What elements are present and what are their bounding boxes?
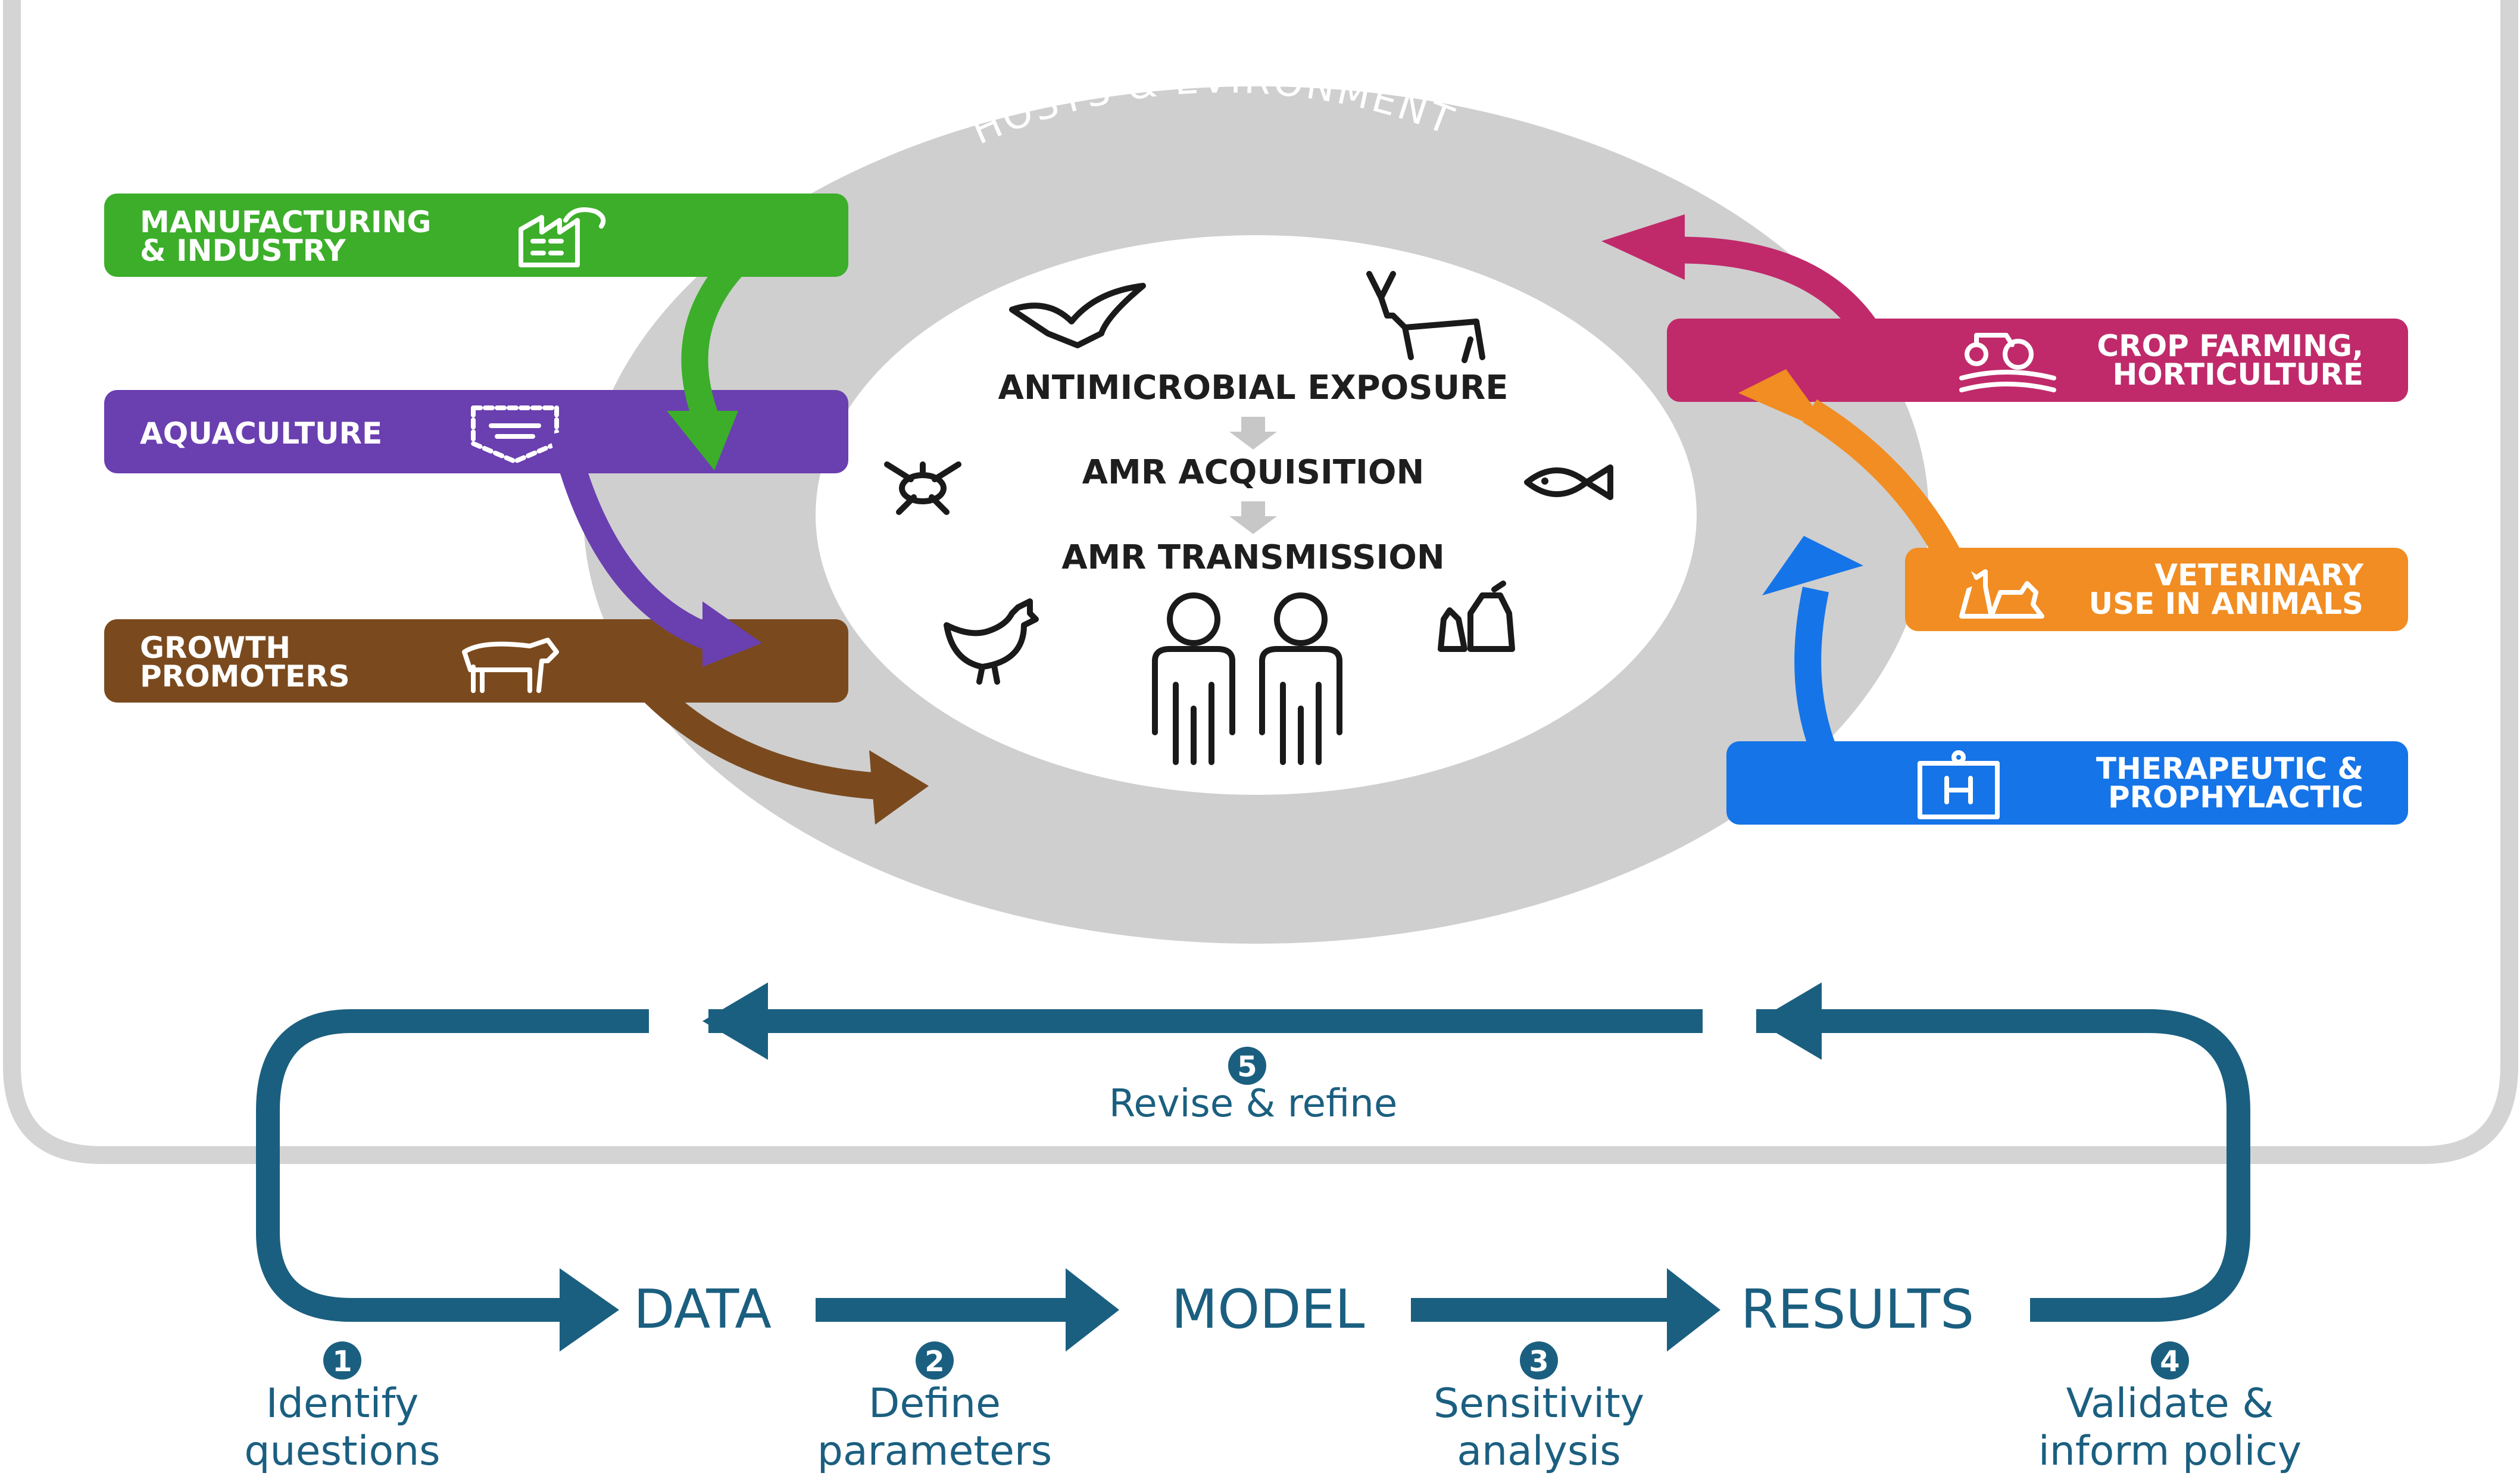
source-arrows	[549, 214, 1977, 825]
stage-results: RESULTS	[1741, 1278, 1974, 1341]
mosquito-icon	[884, 461, 961, 515]
revise-label: Revise & refine	[1109, 1082, 1397, 1126]
crop-arrow	[1678, 236, 1881, 341]
arrow-to-data	[560, 1268, 619, 1352]
cat-dog-icon	[1438, 581, 1515, 652]
step-1-label-2: questions	[244, 1428, 440, 1475]
step-3-number: 3	[1529, 1345, 1548, 1378]
therapeutic-label-2: PROPHYLACTIC	[2108, 780, 2363, 815]
therapeutic-arrow	[1794, 586, 1851, 790]
step-2-number: 2	[925, 1345, 944, 1378]
eagle-icon	[1009, 283, 1146, 348]
fish-net-icon	[471, 405, 559, 464]
step-3-label-2: analysis	[1457, 1428, 1620, 1475]
people-icon	[1152, 592, 1342, 765]
growth-label-1: GROWTH	[140, 631, 291, 665]
pipeline: DATA MODEL RESULTS	[560, 1268, 1974, 1352]
aquaculture-label: AQUACULTURE	[140, 416, 382, 451]
source-growth: GROWTH PROMOTERS	[104, 619, 848, 703]
step-3-label-1: Sensitivity	[1434, 1380, 1644, 1427]
amr-transmission-label: AMR TRANSMISSION	[1061, 538, 1445, 577]
step-4: 4 Validate & inform policy	[2038, 1341, 2302, 1475]
antimicrobial-exposure-label: ANTIMICROBIAL EXPOSURE	[998, 369, 1509, 407]
cow-icon	[462, 638, 559, 693]
revise-arrow	[256, 982, 2250, 1322]
tractor-icon	[1959, 333, 2056, 392]
source-aquaculture: AQUACULTURE	[104, 390, 848, 473]
stage-data: DATA	[633, 1278, 772, 1341]
down-arrow-2	[1229, 501, 1277, 534]
hospital-icon	[1918, 750, 2000, 819]
arrow-to-model	[1066, 1268, 1119, 1352]
crop-label-1: CROP FARMING,	[2097, 329, 2363, 363]
veterinary-label-2: USE IN ANIMALS	[2089, 586, 2364, 621]
manufacturing-label-1: MANUFACTURING	[140, 205, 431, 239]
amr-acquisition-label: AMR ACQUISITION	[1082, 453, 1425, 492]
step-1: 1 Identify questions	[244, 1341, 441, 1475]
down-arrow-1	[1229, 417, 1277, 450]
step-2-label-1: Define	[869, 1380, 1001, 1427]
source-therapeutic: THERAPEUTIC & PROPHYLACTIC	[1726, 741, 2408, 825]
step-4-label-1: Validate &	[2066, 1380, 2274, 1427]
veterinary-label-1: VETERINARY	[2154, 558, 2364, 592]
rooster-icon	[944, 598, 1039, 685]
crop-label-2: HORTICULTURE	[2112, 357, 2363, 392]
step-4-number: 4	[2160, 1345, 2179, 1378]
step-1-label-1: Identify	[266, 1380, 419, 1427]
center-content: ANTIMICROBIAL EXPOSURE AMR ACQUISITION A…	[998, 369, 1509, 577]
deer-icon	[1366, 271, 1485, 363]
source-crop: CROP FARMING, HORTICULTURE	[1667, 319, 2408, 402]
veterinary-arrow	[1803, 399, 1977, 595]
step-2-label-2: parameters	[817, 1428, 1052, 1475]
revise-step: 5 Revise & refine	[1109, 1047, 1397, 1126]
step-4-label-2: inform policy	[2038, 1428, 2302, 1475]
step-2: 2 Define parameters	[817, 1341, 1052, 1475]
therapeutic-label-1: THERAPEUTIC &	[2096, 751, 2363, 786]
arrow-to-results	[1667, 1268, 1720, 1352]
outer-frame	[3, 0, 2518, 1164]
source-veterinary: VETERINARY USE IN ANIMALS	[1905, 548, 2408, 631]
stage-model: MODEL	[1172, 1278, 1365, 1341]
step-1-number: 1	[332, 1345, 352, 1378]
manufacturing-arrow	[681, 224, 776, 422]
manufacturing-label-2: & INDUSTRY	[140, 233, 346, 268]
growth-arrow	[614, 653, 876, 800]
step-3: 3 Sensitivity analysis	[1434, 1341, 1644, 1475]
aquaculture-arrow	[549, 428, 714, 650]
source-manufacturing: MANUFACTURING & INDUSTRY	[104, 194, 848, 277]
growth-label-2: PROMOTERS	[140, 659, 350, 694]
revise-number: 5	[1237, 1050, 1257, 1084]
factory-icon	[519, 207, 606, 267]
fish-icon	[1524, 464, 1613, 500]
